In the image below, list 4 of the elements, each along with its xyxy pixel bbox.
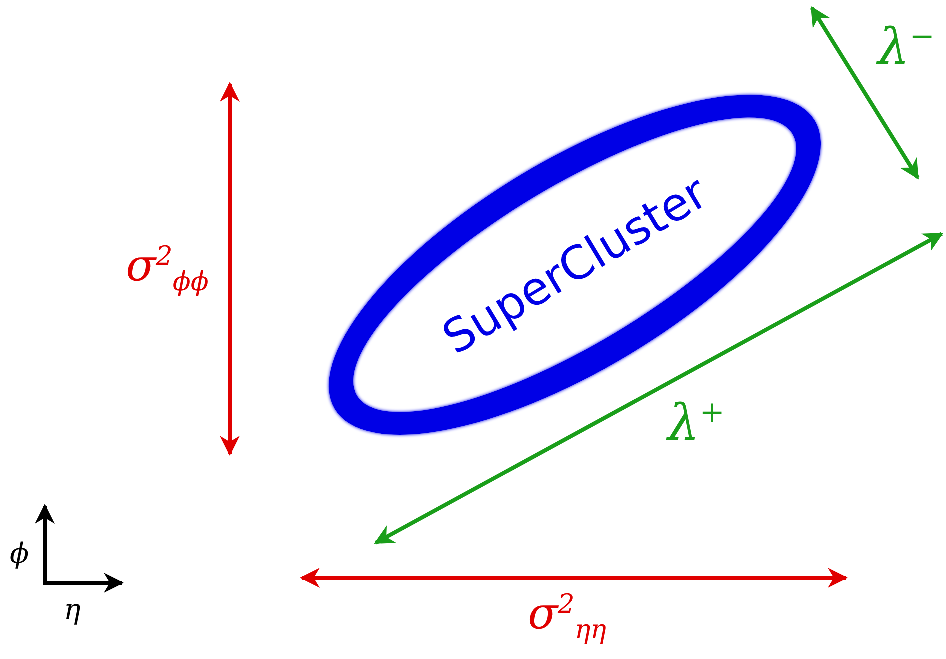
dimension-label: λ$^{+}$: [668, 398, 725, 448]
dimension-label: λ$^{−}$: [878, 22, 935, 72]
axis-label: η: [64, 596, 81, 624]
axis-label: ϕ: [10, 540, 30, 568]
